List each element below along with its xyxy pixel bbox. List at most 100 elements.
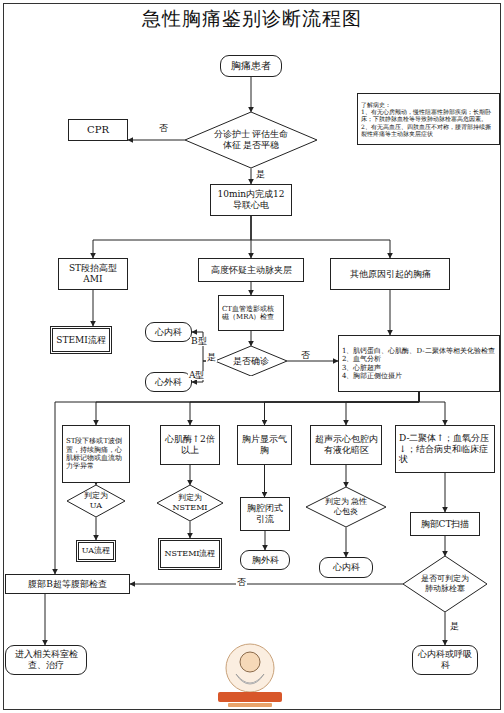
node-text: 胸外科	[252, 555, 279, 566]
flow-arrow	[445, 612, 446, 645]
edge-label: A型	[188, 371, 206, 380]
flow-arrow	[265, 392, 420, 425]
decision-diamond: 是否可判定为肺动脉栓塞	[403, 556, 487, 612]
node-text: CT血管造影或核磁（MRA）检查	[222, 305, 280, 322]
flow-arrow	[287, 361, 338, 362]
node-text: 胸片显示气胸	[241, 434, 288, 456]
flow-arrow	[251, 282, 252, 295]
decision-diamond: 分诊护士 评估生命体征 是否平稳	[185, 112, 317, 168]
node-text: ST段下移或T波倒置，持续胸痛，心肌标记物或血流动力学异常	[66, 437, 126, 471]
node-text: 4、胸部正侧位摄片	[342, 372, 496, 380]
flow-arrow	[93, 216, 251, 258]
node-text: 判定为UA	[79, 491, 114, 510]
flow-arrow	[251, 331, 252, 346]
edge-label: 否	[236, 578, 247, 587]
flow-arrow	[45, 594, 46, 645]
node-text: 判定为 急性心包炎	[322, 497, 370, 516]
node-text: 10min内完成12导联心电	[214, 189, 288, 211]
branch-label: 是	[206, 353, 217, 362]
edge-label: B型	[190, 337, 208, 346]
node-text: 2、有无高血压、四肢血压不对称，腰背部持续撕裂性疼痛等主动脉夹层症状	[361, 123, 496, 137]
node-text: 1、肌钙蛋白、心肌酶、D-二聚体等相关化验检查	[342, 347, 496, 355]
node-text: 胸痛患者	[231, 60, 271, 72]
flow-arrow	[346, 392, 419, 425]
flow-arrow	[251, 77, 252, 112]
process-box: 10min内完成12导联心电	[210, 184, 292, 216]
terminal-box: 进入相关科室检查、治疗	[5, 645, 87, 675]
decision-diamond: 判定为UA	[67, 485, 125, 517]
node-text: 高度怀疑主动脉夹层	[211, 265, 292, 276]
flow-arrow	[251, 216, 252, 258]
process-box: ST段抬高型 AMI	[58, 258, 128, 290]
terminal-box: 心内科	[145, 322, 192, 342]
process-box: 腹部B超等腹部检查	[5, 574, 130, 594]
decision-diamond: 判定为 NSTEMI	[157, 485, 223, 521]
flow-arrow	[128, 140, 185, 141]
node-text: 是否确诊	[233, 356, 269, 367]
flow-arrow	[190, 465, 191, 485]
flow-arrow	[96, 517, 97, 540]
terminal-box: 心内科	[319, 557, 373, 578]
procedure-box: NSTEMI流程	[158, 538, 222, 570]
node-text: 心外科	[155, 377, 182, 388]
process-box: 胸部CT扫描	[410, 512, 480, 536]
node-text: 心内科或呼吸科	[416, 649, 474, 671]
node-text: 判定为 NSTEMI	[170, 493, 210, 512]
flow-arrow	[251, 216, 390, 258]
node-text: NSTEMI流程	[164, 549, 215, 559]
procedure-box: UA流程	[76, 540, 116, 562]
flow-arrow	[55, 392, 419, 574]
process-box: CT血管造影或核磁（MRA）检查	[218, 295, 284, 331]
process-box: 心肌酶↑2倍以上	[160, 425, 220, 465]
node-text: UA流程	[82, 546, 110, 556]
flow-arrow	[190, 521, 191, 538]
flow-arrow	[251, 168, 252, 184]
flow-arrow	[190, 392, 419, 425]
edge-label: 是	[449, 622, 460, 631]
process-box: 其他原因引起的胸痛	[330, 258, 450, 290]
node-text: 进入相关科室检查、治疗	[9, 649, 83, 671]
node-text: 其他原因引起的胸痛	[350, 269, 431, 280]
process-box: 胸片显示气胸	[237, 425, 292, 465]
flow-arrow	[445, 473, 446, 512]
process-box: CPR	[68, 119, 128, 141]
node-text: STEMI流程	[56, 335, 106, 346]
process-box: D-二聚体↑；血氧分压↓；结合病史和临床症状	[395, 425, 495, 473]
edge-label: 是	[255, 170, 266, 179]
process-box: 高度怀疑主动脉夹层	[198, 258, 304, 282]
node-text: 分诊护士 评估生命体征 是否平稳	[211, 129, 290, 151]
node-text: 超声示心包腔内有液化暗区	[314, 434, 378, 456]
decision-diamond: 是否确诊	[215, 346, 287, 376]
edge-label: 否	[300, 351, 311, 360]
node-text: 1、有无心房颤动，慢性阻塞性肺部疾病；长期卧床；下肢静脉血栓等导致肺动脉栓塞高危…	[361, 108, 496, 122]
edge-label: 否	[158, 124, 169, 133]
procedure-box: STEMI流程	[50, 326, 112, 354]
flow-arrow	[346, 527, 347, 557]
flow-arrow	[93, 290, 94, 326]
flow-arrow	[264, 465, 265, 497]
diagram-title: 急性胸痛鉴别诊断流程图	[0, 6, 504, 32]
node-text: 心肌酶↑2倍以上	[164, 434, 216, 456]
node-text: 心内科	[333, 562, 360, 573]
process-box: 胸腔闭式引流	[240, 497, 290, 531]
process-box: 1、肌钙蛋白、心肌酶、D-二聚体等相关化验检查2、血气分析3、心脏超声4、胸部正…	[338, 335, 500, 392]
node-text: ST段抬高型 AMI	[62, 263, 124, 285]
node-text: 3、心脏超声	[342, 364, 496, 372]
note-box: 了解病史：1、有无心房颤动，慢性阻塞性肺部疾病；长期卧床；下肢静脉血栓等导致肺动…	[357, 93, 500, 145]
node-text: 2、血气分析	[342, 355, 496, 363]
process-box: ST段下移或T波倒置，持续胸痛，心肌标记物或血流动力学异常	[62, 425, 130, 483]
flow-arrow	[445, 536, 446, 556]
flow-arrow	[346, 465, 347, 487]
node-text: 了解病史：	[361, 101, 496, 108]
process-box: 超声示心包腔内有液化暗区	[310, 425, 382, 465]
terminal-box: 胸痛患者	[220, 55, 282, 77]
flow-arrow	[390, 290, 391, 335]
terminal-box: 心外科	[145, 372, 192, 392]
decision-diamond: 判定为 急性心包炎	[306, 487, 386, 527]
node-text: 是否可判定为肺动脉栓塞	[420, 574, 470, 593]
node-text: D-二聚体↑；血氧分压↓；结合病史和临床症状	[399, 433, 491, 465]
terminal-box: 心内科或呼吸科	[412, 645, 478, 675]
flow-arrow	[96, 392, 419, 425]
flow-arrow	[265, 531, 266, 550]
